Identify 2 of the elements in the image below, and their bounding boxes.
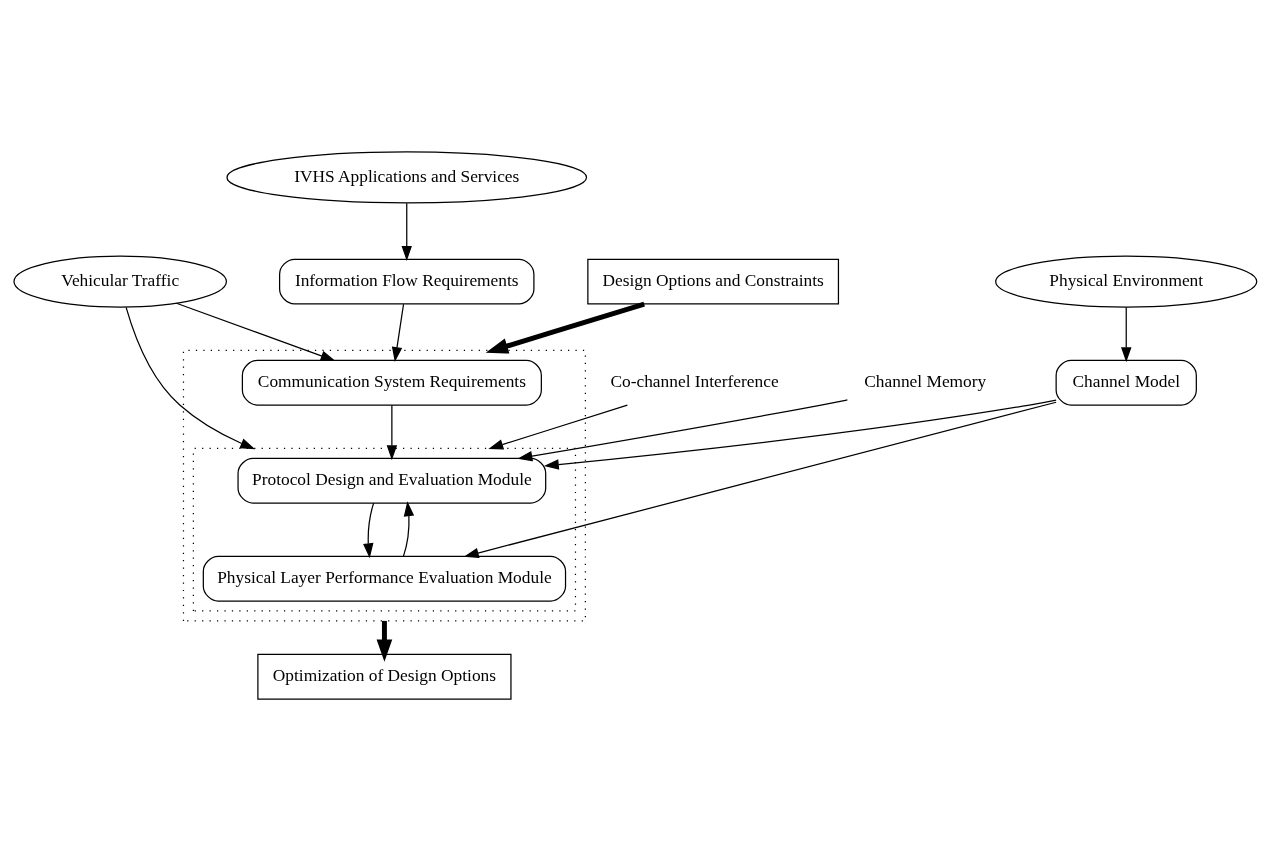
node-text: Channel Memory: [864, 372, 987, 392]
node-text: Co-channel Interference: [610, 372, 779, 392]
